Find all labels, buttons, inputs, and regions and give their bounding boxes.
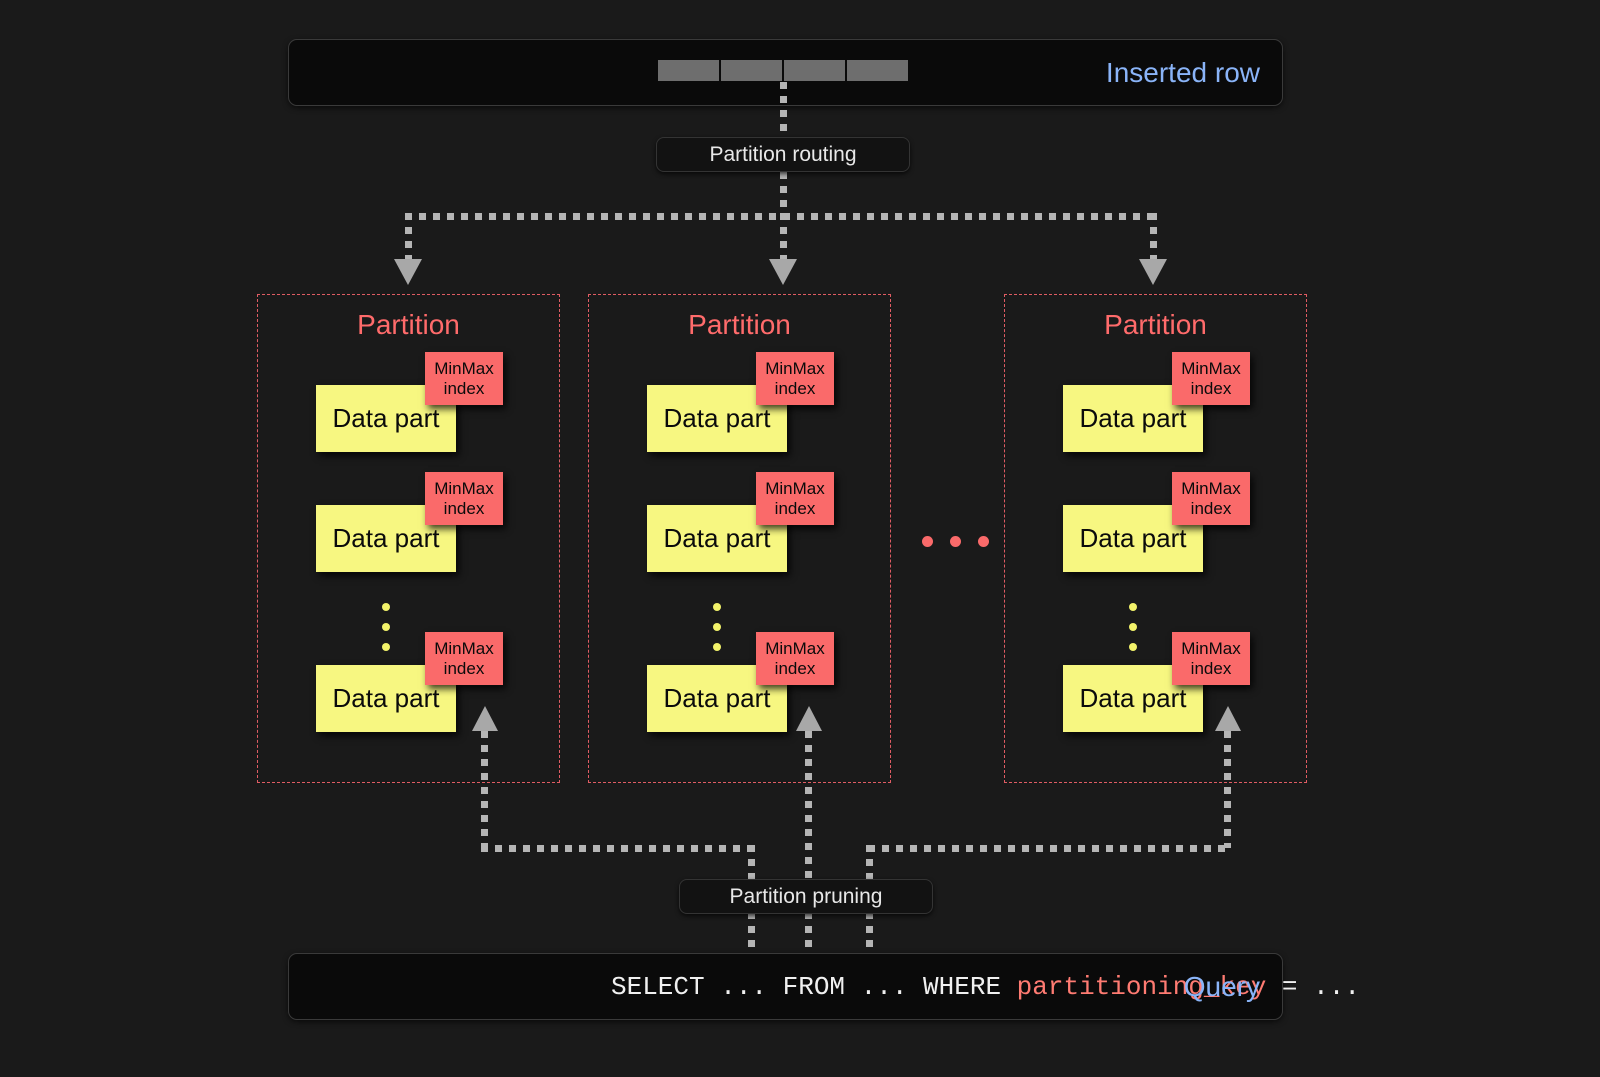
connector-bus-to-partition-3 — [1150, 213, 1157, 263]
connector-partition-2-down — [805, 731, 812, 879]
query-prefix: SELECT ... FROM ... WHERE — [611, 971, 1017, 1002]
ellipsis-dot — [713, 643, 721, 651]
arrow-up-partition-1 — [472, 706, 498, 731]
data-part-box: Data part — [1063, 665, 1203, 732]
partition-routing-label: Partition routing — [656, 137, 910, 172]
query-suffix: = ... — [1266, 971, 1360, 1002]
minmax-line-1: MinMax — [434, 359, 494, 379]
ellipsis-dot — [713, 603, 721, 611]
row-cell — [721, 60, 782, 81]
minmax-line-1: MinMax — [765, 479, 825, 499]
connector-partition-1-down — [481, 731, 488, 848]
minmax-line-2: index — [443, 658, 485, 678]
ellipsis-dot — [1129, 623, 1137, 631]
connector-partition-3-down — [1224, 731, 1231, 848]
connector-bus-right — [868, 845, 1231, 852]
connector-pruning-to-query-3 — [866, 912, 873, 956]
minmax-line-1: MinMax — [1181, 479, 1241, 499]
vertical-ellipsis — [713, 603, 721, 651]
connector-bus-to-partition-2 — [780, 213, 787, 263]
partition-horizontal-ellipsis — [922, 536, 989, 547]
minmax-line-1: MinMax — [765, 639, 825, 659]
partition-title: Partition — [688, 309, 791, 340]
query-keyword: partitioning_key — [1016, 971, 1267, 1002]
arrow-down-partition-2 — [769, 259, 797, 285]
ellipsis-dot — [382, 603, 390, 611]
minmax-line-2: index — [774, 498, 816, 518]
ellipsis-dot — [382, 623, 390, 631]
minmax-line-2: index — [1190, 498, 1232, 518]
ellipsis-dot — [950, 536, 961, 547]
connector-row-to-routing — [780, 82, 787, 138]
query-bar: SELECT ... FROM ... WHERE partitioning_k… — [288, 953, 1360, 1020]
partition-title: Partition — [357, 309, 460, 340]
partition-pruning-label: Partition pruning — [679, 879, 933, 914]
connector-routing-to-bus — [780, 172, 787, 216]
arrow-down-partition-1 — [394, 259, 422, 285]
row-cell — [658, 60, 719, 81]
row-cell — [784, 60, 845, 81]
ellipsis-dot — [922, 536, 933, 547]
connector-bus-to-partition-1 — [405, 213, 412, 263]
ellipsis-dot — [978, 536, 989, 547]
minmax-line-1: MinMax — [434, 639, 494, 659]
connector-pruning-to-query-1 — [748, 912, 755, 956]
data-part-box: Data part — [1063, 505, 1203, 572]
arrow-up-partition-3 — [1215, 706, 1241, 731]
vertical-ellipsis — [382, 603, 390, 651]
inserted-row-label: Inserted row — [1105, 56, 1260, 88]
inserted-row-cells — [658, 60, 908, 81]
minmax-line-2: index — [1190, 658, 1232, 678]
data-part-box: Data part — [1063, 385, 1203, 452]
row-cell — [847, 60, 908, 81]
minmax-line-1: MinMax — [1181, 639, 1241, 659]
ellipsis-dot — [1129, 603, 1137, 611]
query-text: SELECT ... FROM ... WHERE partitioning_k… — [611, 972, 1360, 1002]
arrow-up-partition-2 — [796, 706, 822, 731]
vertical-ellipsis — [1129, 603, 1137, 651]
connector-left-to-pruning — [748, 845, 755, 881]
connector-pruning-to-query-2 — [805, 912, 812, 956]
query-label: Query — [1183, 970, 1260, 1002]
ellipsis-dot — [1129, 643, 1137, 651]
ellipsis-dot — [382, 643, 390, 651]
connector-bus-left — [481, 845, 755, 852]
ellipsis-dot — [713, 623, 721, 631]
minmax-line-2: index — [1190, 378, 1232, 398]
partition-title: Partition — [1104, 309, 1207, 340]
arrow-down-partition-3 — [1139, 259, 1167, 285]
minmax-line-2: index — [774, 658, 816, 678]
minmax-line-1: MinMax — [1181, 359, 1241, 379]
minmax-line-2: index — [774, 378, 816, 398]
minmax-line-1: MinMax — [434, 479, 494, 499]
minmax-line-2: index — [443, 498, 485, 518]
connector-right-to-pruning — [866, 845, 873, 881]
minmax-line-2: index — [443, 378, 485, 398]
minmax-line-1: MinMax — [765, 359, 825, 379]
data-part-box: Data part — [647, 385, 787, 452]
